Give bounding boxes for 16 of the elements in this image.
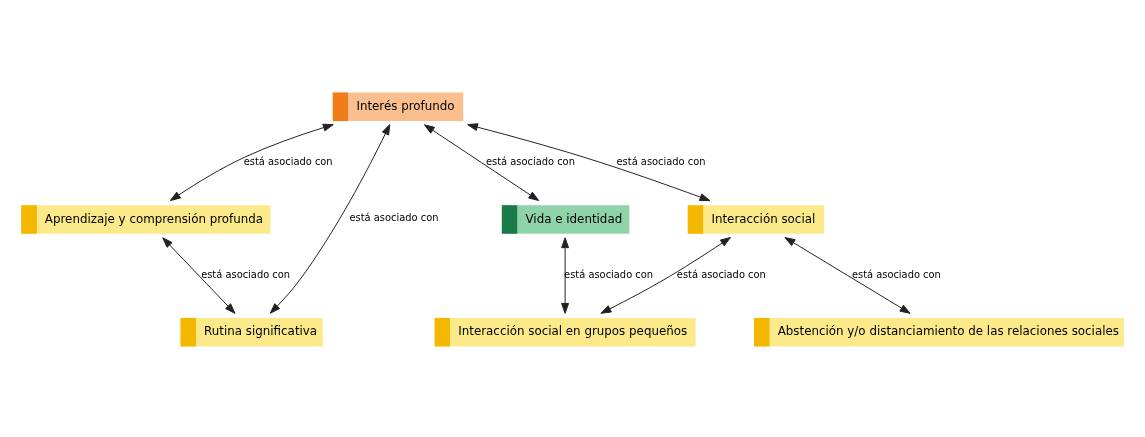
arrow bbox=[423, 123, 540, 201]
arrow bbox=[269, 123, 391, 314]
edge-label: está asociado con bbox=[676, 268, 766, 280]
arrow bbox=[561, 236, 570, 314]
arrow bbox=[784, 236, 911, 314]
edge-label: está asociado con bbox=[201, 268, 291, 280]
edge-label: está asociado con bbox=[616, 155, 706, 167]
edge-label: está asociado con bbox=[851, 268, 941, 280]
edge-label: está asociado con bbox=[243, 155, 333, 167]
edge-label: está asociado con bbox=[564, 268, 654, 280]
arrow bbox=[467, 122, 711, 201]
edge-label: está asociado con bbox=[486, 155, 575, 167]
edge-label: está asociado con bbox=[349, 211, 439, 223]
arrow bbox=[169, 123, 334, 201]
arrow bbox=[600, 236, 731, 314]
arrow bbox=[162, 236, 236, 314]
